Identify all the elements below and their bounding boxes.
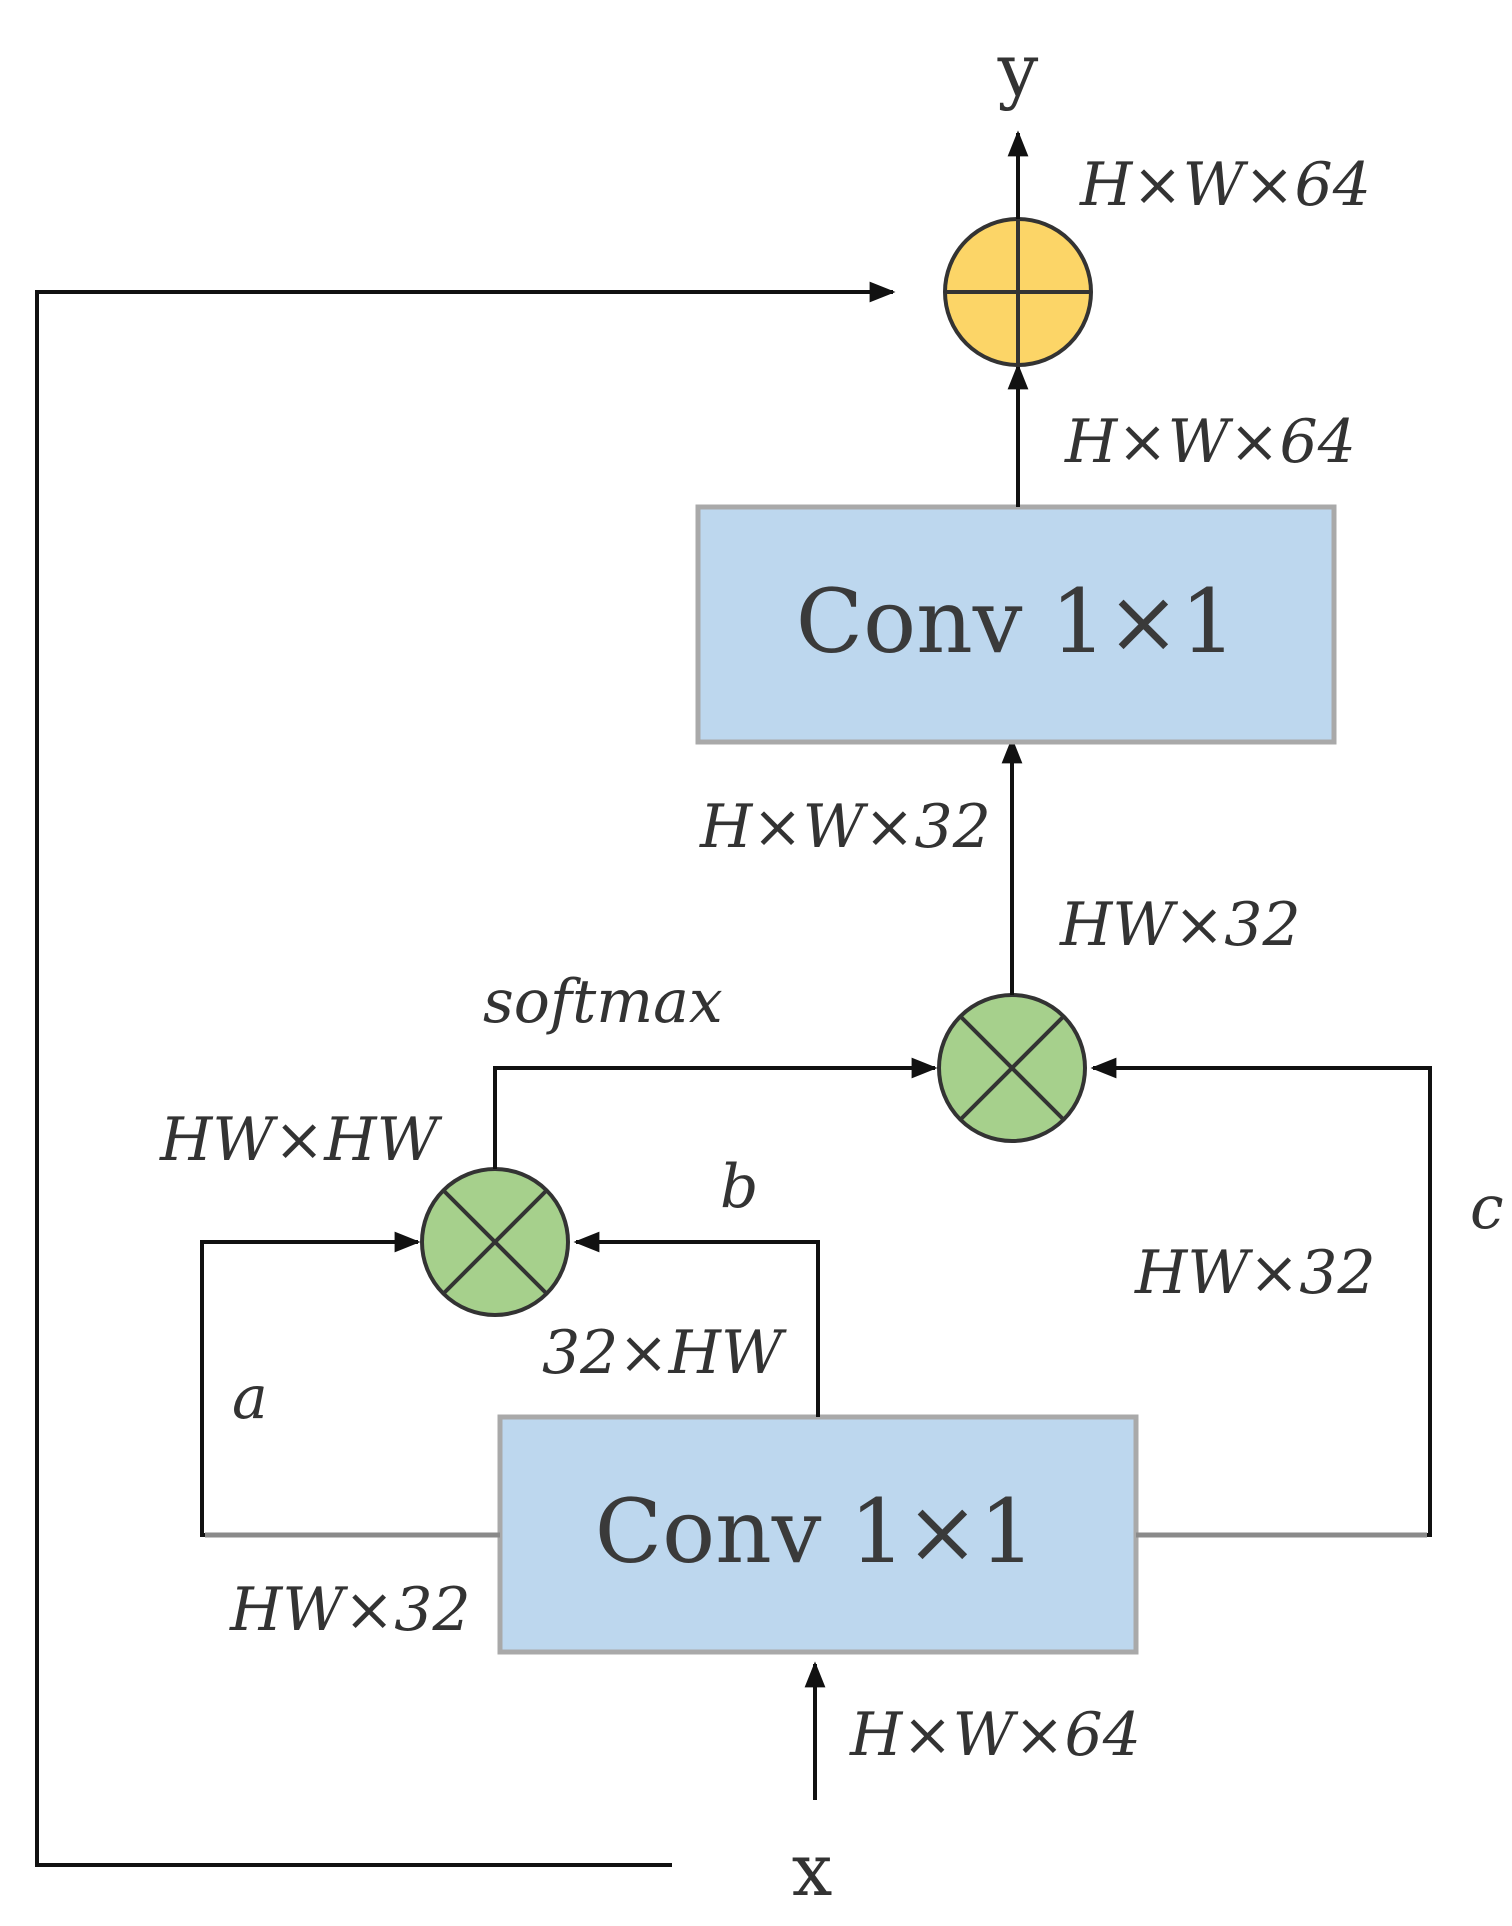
label-branch-b-dim: 32×HW [542, 1318, 787, 1388]
label-conv-top-out: H×W×64 [1064, 407, 1356, 477]
skip-connection-wire [35, 281, 896, 1867]
label-branch-c-dim: HW×32 [1134, 1238, 1376, 1308]
output-label-y: y [997, 28, 1039, 112]
label-branch-a-dim: HW×32 [229, 1575, 471, 1645]
conv-bottom-label: Conv 1×1 [595, 1480, 1035, 1583]
label-matmul1-out: HW×HW [159, 1105, 443, 1175]
add-node [943, 217, 1093, 367]
label-conv-top-in: H×W×32 [699, 792, 991, 862]
input-label-x: x [792, 1828, 833, 1912]
label-input-dim: H×W×64 [849, 1700, 1141, 1770]
label-branch-b: b [720, 1152, 758, 1222]
label-branch-c: c [1470, 1173, 1504, 1243]
label-matmul2-out: HW×32 [1059, 890, 1301, 960]
label-branch-a: a [232, 1363, 268, 1433]
multiply-node-1 [420, 1167, 570, 1317]
softmax-wire [493, 1057, 938, 1169]
conv-top-label: Conv 1×1 [796, 570, 1236, 673]
label-out-top: H×W×64 [1079, 150, 1371, 220]
multiply-node-2 [937, 993, 1087, 1143]
label-softmax: softmax [483, 967, 723, 1037]
branch-b-wire [573, 1231, 820, 1417]
